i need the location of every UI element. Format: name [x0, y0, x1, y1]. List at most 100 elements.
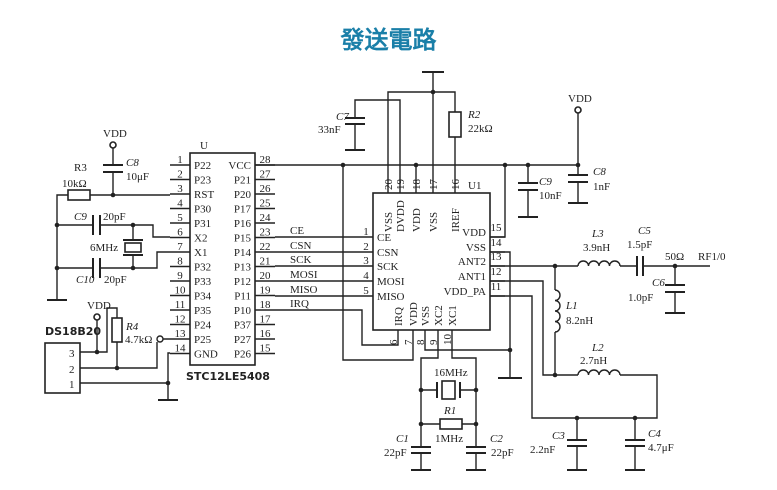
pin-label: P25	[194, 334, 212, 346]
pin-label: SCK	[377, 261, 398, 273]
pin-label: P16	[234, 218, 252, 230]
pin-number: 22	[260, 241, 271, 253]
c10-ref: C10	[76, 274, 95, 286]
pin-label: IRQ	[393, 307, 405, 326]
pin-number: 20	[260, 270, 272, 282]
pin-number: 28	[260, 154, 272, 166]
pin-number: 9	[177, 270, 183, 282]
c3-value: 2.2nF	[530, 444, 555, 456]
ground-symbols	[47, 71, 685, 471]
pin-number: 27	[260, 169, 272, 181]
sensor-pin: 1	[69, 379, 75, 391]
mcu-part: STC12LE5408	[186, 370, 270, 383]
rf-chip	[372, 192, 491, 331]
pin-number: 4	[363, 270, 369, 282]
pin-label: P10	[234, 305, 252, 317]
c4-ref: C4	[648, 428, 661, 440]
pin-number: 14	[175, 343, 187, 355]
pin-number: 9	[428, 339, 440, 345]
r3-ref: R3	[74, 162, 87, 174]
pin-label: P33	[194, 276, 212, 288]
resistor-r2	[448, 111, 462, 138]
mcu-chip	[189, 152, 256, 366]
pin-label: RST	[194, 189, 214, 201]
rf-port-label: RF1/0	[698, 251, 726, 263]
pin-number: 4	[177, 198, 183, 210]
pin-number: 8	[415, 339, 427, 345]
crystal-16mhz-value: 16MHz	[434, 367, 468, 379]
resistor-r3	[67, 189, 91, 201]
pin-label: P27	[234, 334, 252, 346]
pin-label: P21	[234, 175, 251, 187]
r4-value: 4.7kΩ	[125, 334, 152, 346]
pin-number: 1	[363, 226, 369, 238]
pin-number: 12	[175, 314, 186, 326]
c1-ref: C1	[396, 433, 409, 445]
c8r-value: 1nF	[593, 181, 610, 193]
pin-label: P22	[194, 160, 211, 172]
ds18b20-sensor	[44, 342, 81, 394]
pin-number: 5	[177, 212, 183, 224]
pin-number: 18	[411, 179, 423, 191]
resistor-r1	[439, 418, 463, 430]
c7-ref: C7	[336, 111, 349, 123]
c10-value: 20pF	[104, 274, 127, 286]
c8-value: 10μF	[126, 171, 149, 183]
c9-value: 20pF	[103, 211, 126, 223]
inductor-l3	[577, 260, 621, 267]
pin-label: XC2	[433, 305, 445, 326]
pin-label: P26	[234, 349, 252, 361]
capacitor-plates	[92, 117, 685, 454]
sensor-pin: 2	[69, 364, 75, 376]
pin-number: 12	[491, 266, 502, 278]
inductor-l2	[577, 369, 621, 376]
rf-ref: U1	[468, 180, 481, 192]
pin-label: X1	[194, 247, 207, 259]
pin-number: 8	[177, 256, 183, 268]
pin-label: P37	[234, 320, 252, 332]
c9r-ref: C9	[539, 176, 552, 188]
pin-label: VSS	[466, 242, 486, 254]
r4-ref: R4	[125, 321, 139, 333]
page-title: 發送電路	[340, 26, 437, 54]
c8r-ref: C8	[593, 166, 606, 178]
sensor-name: DS18B20	[45, 325, 101, 338]
pin-number: 19	[395, 179, 407, 191]
pin-label: CSN	[377, 247, 398, 259]
pin-number: 5	[363, 285, 369, 297]
pin-number: 16	[260, 328, 272, 340]
pin-label: GND	[194, 349, 218, 361]
net-label: CSN	[290, 240, 311, 252]
pin-label: DVDD	[395, 200, 407, 232]
pin-number: 20	[383, 179, 395, 191]
c9r-value: 10nF	[539, 190, 562, 202]
pin-label: P23	[194, 175, 212, 187]
pin-label: VSS	[420, 306, 432, 326]
pin-label: P34	[194, 291, 212, 303]
pin-label: MOSI	[377, 276, 405, 288]
pin-number: 6	[388, 339, 400, 345]
r1-value: 1MHz	[435, 433, 463, 445]
crystal-6mhz	[124, 242, 142, 253]
l2-ref: L2	[591, 342, 604, 354]
pin-label: VDD	[462, 227, 486, 239]
crystal-16mhz	[441, 380, 456, 400]
c2-ref: C2	[490, 433, 503, 445]
c9-ref: C9	[74, 211, 87, 223]
pin-number: 17	[428, 179, 440, 191]
net-label: MISO	[290, 284, 318, 296]
pin-number: 15	[491, 222, 503, 234]
pin-number: 2	[363, 241, 369, 253]
vdd-label: VDD	[87, 300, 111, 312]
r1-ref: R1	[443, 405, 456, 417]
pin-label: P15	[234, 233, 252, 245]
pin-label: IREF	[450, 208, 462, 232]
c4-value: 4.7μF	[648, 442, 674, 454]
pin-number: 10	[175, 285, 187, 297]
pin-label: P17	[234, 204, 252, 216]
pin-number: 26	[260, 183, 272, 195]
pin-terminal	[156, 335, 164, 343]
vdd-label: VDD	[568, 93, 592, 105]
l2-value: 2.7nH	[580, 355, 607, 367]
